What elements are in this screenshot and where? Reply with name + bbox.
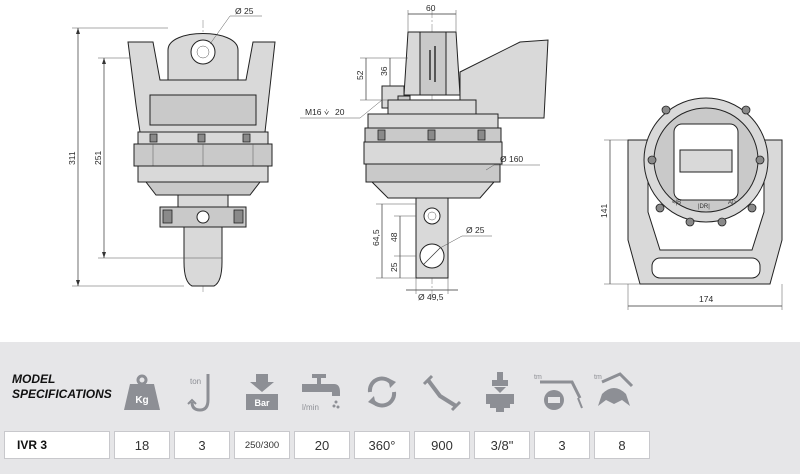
lower-pin-diameter-label: Ø 25	[466, 225, 485, 235]
svg-text:l/min: l/min	[302, 403, 319, 412]
width-174-label: 174	[699, 294, 713, 304]
side-view: 60 52 36 M16 ⩒ 20 Ø 160 64,5 48 25 Ø 25 …	[300, 3, 549, 302]
port-dr-mark: |DR|	[698, 204, 710, 210]
port-connection-icon	[470, 362, 530, 422]
torque-icon	[412, 362, 472, 422]
port-b-mark: <|B	[672, 200, 681, 206]
pressure-icon: Bar	[232, 362, 292, 422]
front-view: Ø 25 311 251	[67, 6, 276, 292]
tm-crane-icon: tm	[528, 362, 588, 422]
svg-text:Bar: Bar	[254, 398, 270, 408]
load-hook-icon: ton	[172, 362, 232, 422]
svg-text:Kg: Kg	[135, 395, 148, 406]
svg-text:tm: tm	[534, 374, 542, 381]
width-60-label: 60	[426, 3, 436, 13]
specifications-values-row: IVR 3 18 3 250/300 20 360° 900 3/8" 3 8	[0, 431, 800, 459]
pressure-value-cell: 250/300	[234, 431, 290, 459]
pin-diameter-label: Ø 25	[235, 6, 254, 16]
model-specifications-label: MODEL SPECIFICATIONS	[12, 372, 112, 402]
rotation-value-cell: 360°	[354, 431, 410, 459]
dim-25-label: 25	[389, 262, 399, 272]
dim-36-label: 36	[379, 66, 389, 76]
thread-label: M16	[305, 107, 322, 117]
weight-icon: Kg	[112, 362, 172, 422]
body-diameter-label: Ø 160	[500, 154, 523, 164]
port-a-mark: A|>	[728, 200, 738, 206]
svg-text:tm: tm	[594, 374, 602, 381]
technical-drawings: Ø 25 311 251 60	[67, 3, 783, 310]
torque-value-cell: 900	[414, 431, 470, 459]
tm-grapple-icon: tm	[586, 362, 646, 422]
flow-tap-icon: l/min	[292, 362, 352, 422]
total-height-label: 311	[67, 151, 77, 165]
body-height-label: 251	[93, 151, 103, 165]
height-141-label: 141	[599, 204, 609, 218]
load-value-cell: 3	[174, 431, 230, 459]
dim-48-label: 48	[389, 232, 399, 242]
specifications-panel: MODEL SPECIFICATIONS Kg ton Bar	[0, 342, 800, 474]
model-label-line1: MODEL	[12, 372, 56, 386]
rotation-icon	[352, 362, 412, 422]
grapple-tm-value-cell: 8	[594, 431, 650, 459]
port-value-cell: 3/8"	[474, 431, 530, 459]
svg-text:ton: ton	[190, 377, 201, 386]
crane-tm-value-cell: 3	[534, 431, 590, 459]
dim-52-label: 52	[355, 70, 365, 80]
top-view: <|B |DR| A|> 141 174	[599, 97, 783, 310]
dim-64-5-label: 64,5	[371, 229, 381, 246]
shaft-diameter-label: Ø 49,5	[418, 292, 444, 302]
thread-depth-label: 20	[335, 107, 345, 117]
model-label-line2: SPECIFICATIONS	[12, 387, 112, 401]
weight-value-cell: 18	[114, 431, 170, 459]
flow-value-cell: 20	[294, 431, 350, 459]
model-name-cell: IVR 3	[4, 431, 110, 459]
depth-symbol: ⩒	[324, 107, 330, 117]
